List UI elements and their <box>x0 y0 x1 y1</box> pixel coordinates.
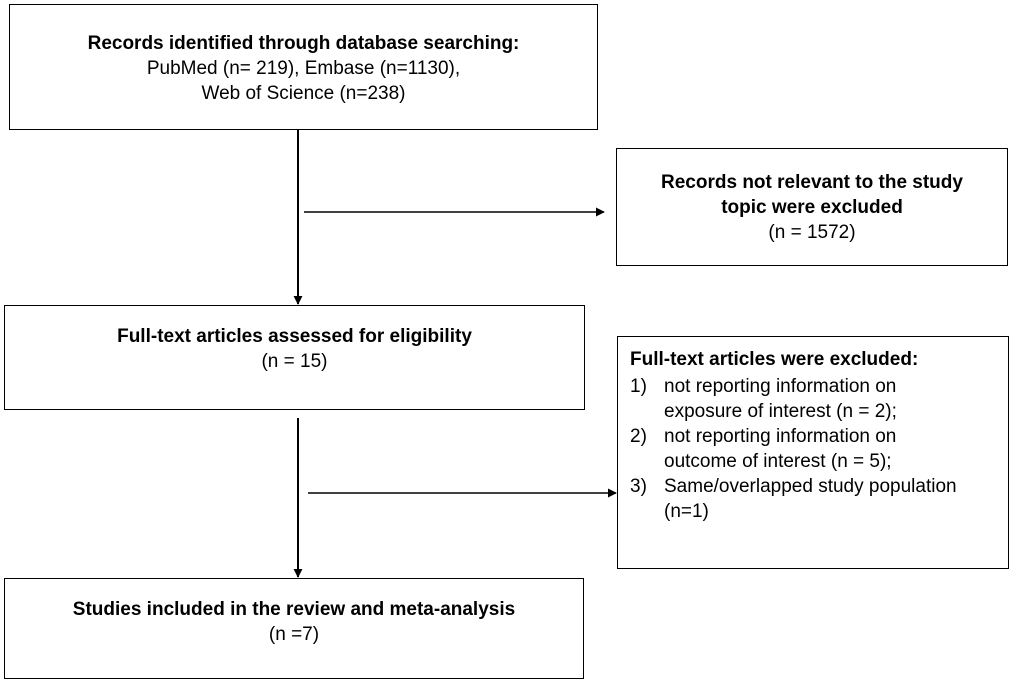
list-item-text: Same/overlapped study population (n=1) <box>664 476 957 522</box>
list-item-text: not reporting information on exposure of… <box>664 376 897 422</box>
excluded-fulltext-title: Full-text articles were excluded: <box>630 349 919 370</box>
list-item-number: 1) <box>630 376 647 397</box>
excluded-topic-box: Records not relevant to the study topic … <box>616 148 1008 266</box>
list-item: 2) not reporting information on outcome … <box>630 424 1008 474</box>
excluded-topic-count: (n = 1572) <box>768 221 856 243</box>
identification-title: Records identified through database sear… <box>87 32 520 54</box>
list-item: 1) not reporting information on exposure… <box>630 374 1008 424</box>
fulltext-count: (n = 15) <box>261 351 328 372</box>
fulltext-box: Full-text articles assessed for eligibil… <box>4 305 585 410</box>
excluded-topic-line-1: Records not relevant to the study <box>661 171 963 193</box>
excluded-topic-line-2: topic were excluded <box>721 196 903 218</box>
excluded-fulltext-box: Full-text articles were excluded: 1) not… <box>617 336 1009 569</box>
identification-box: Records identified through database sear… <box>9 4 598 130</box>
fulltext-title: Full-text articles assessed for eligibil… <box>117 326 472 347</box>
included-count: (n =7) <box>268 624 320 645</box>
identification-line-3: Web of Science (n=238) <box>201 82 406 104</box>
included-title: Studies included in the review and meta-… <box>72 599 516 620</box>
identification-line-2: PubMed (n= 219), Embase (n=1130), <box>146 57 461 79</box>
list-item-number: 3) <box>630 476 647 497</box>
list-item-text: not reporting information on outcome of … <box>664 426 897 472</box>
list-item: 3) Same/overlapped study population (n=1… <box>630 474 1008 524</box>
list-item-number: 2) <box>630 426 647 447</box>
included-box: Studies included in the review and meta-… <box>4 578 584 679</box>
